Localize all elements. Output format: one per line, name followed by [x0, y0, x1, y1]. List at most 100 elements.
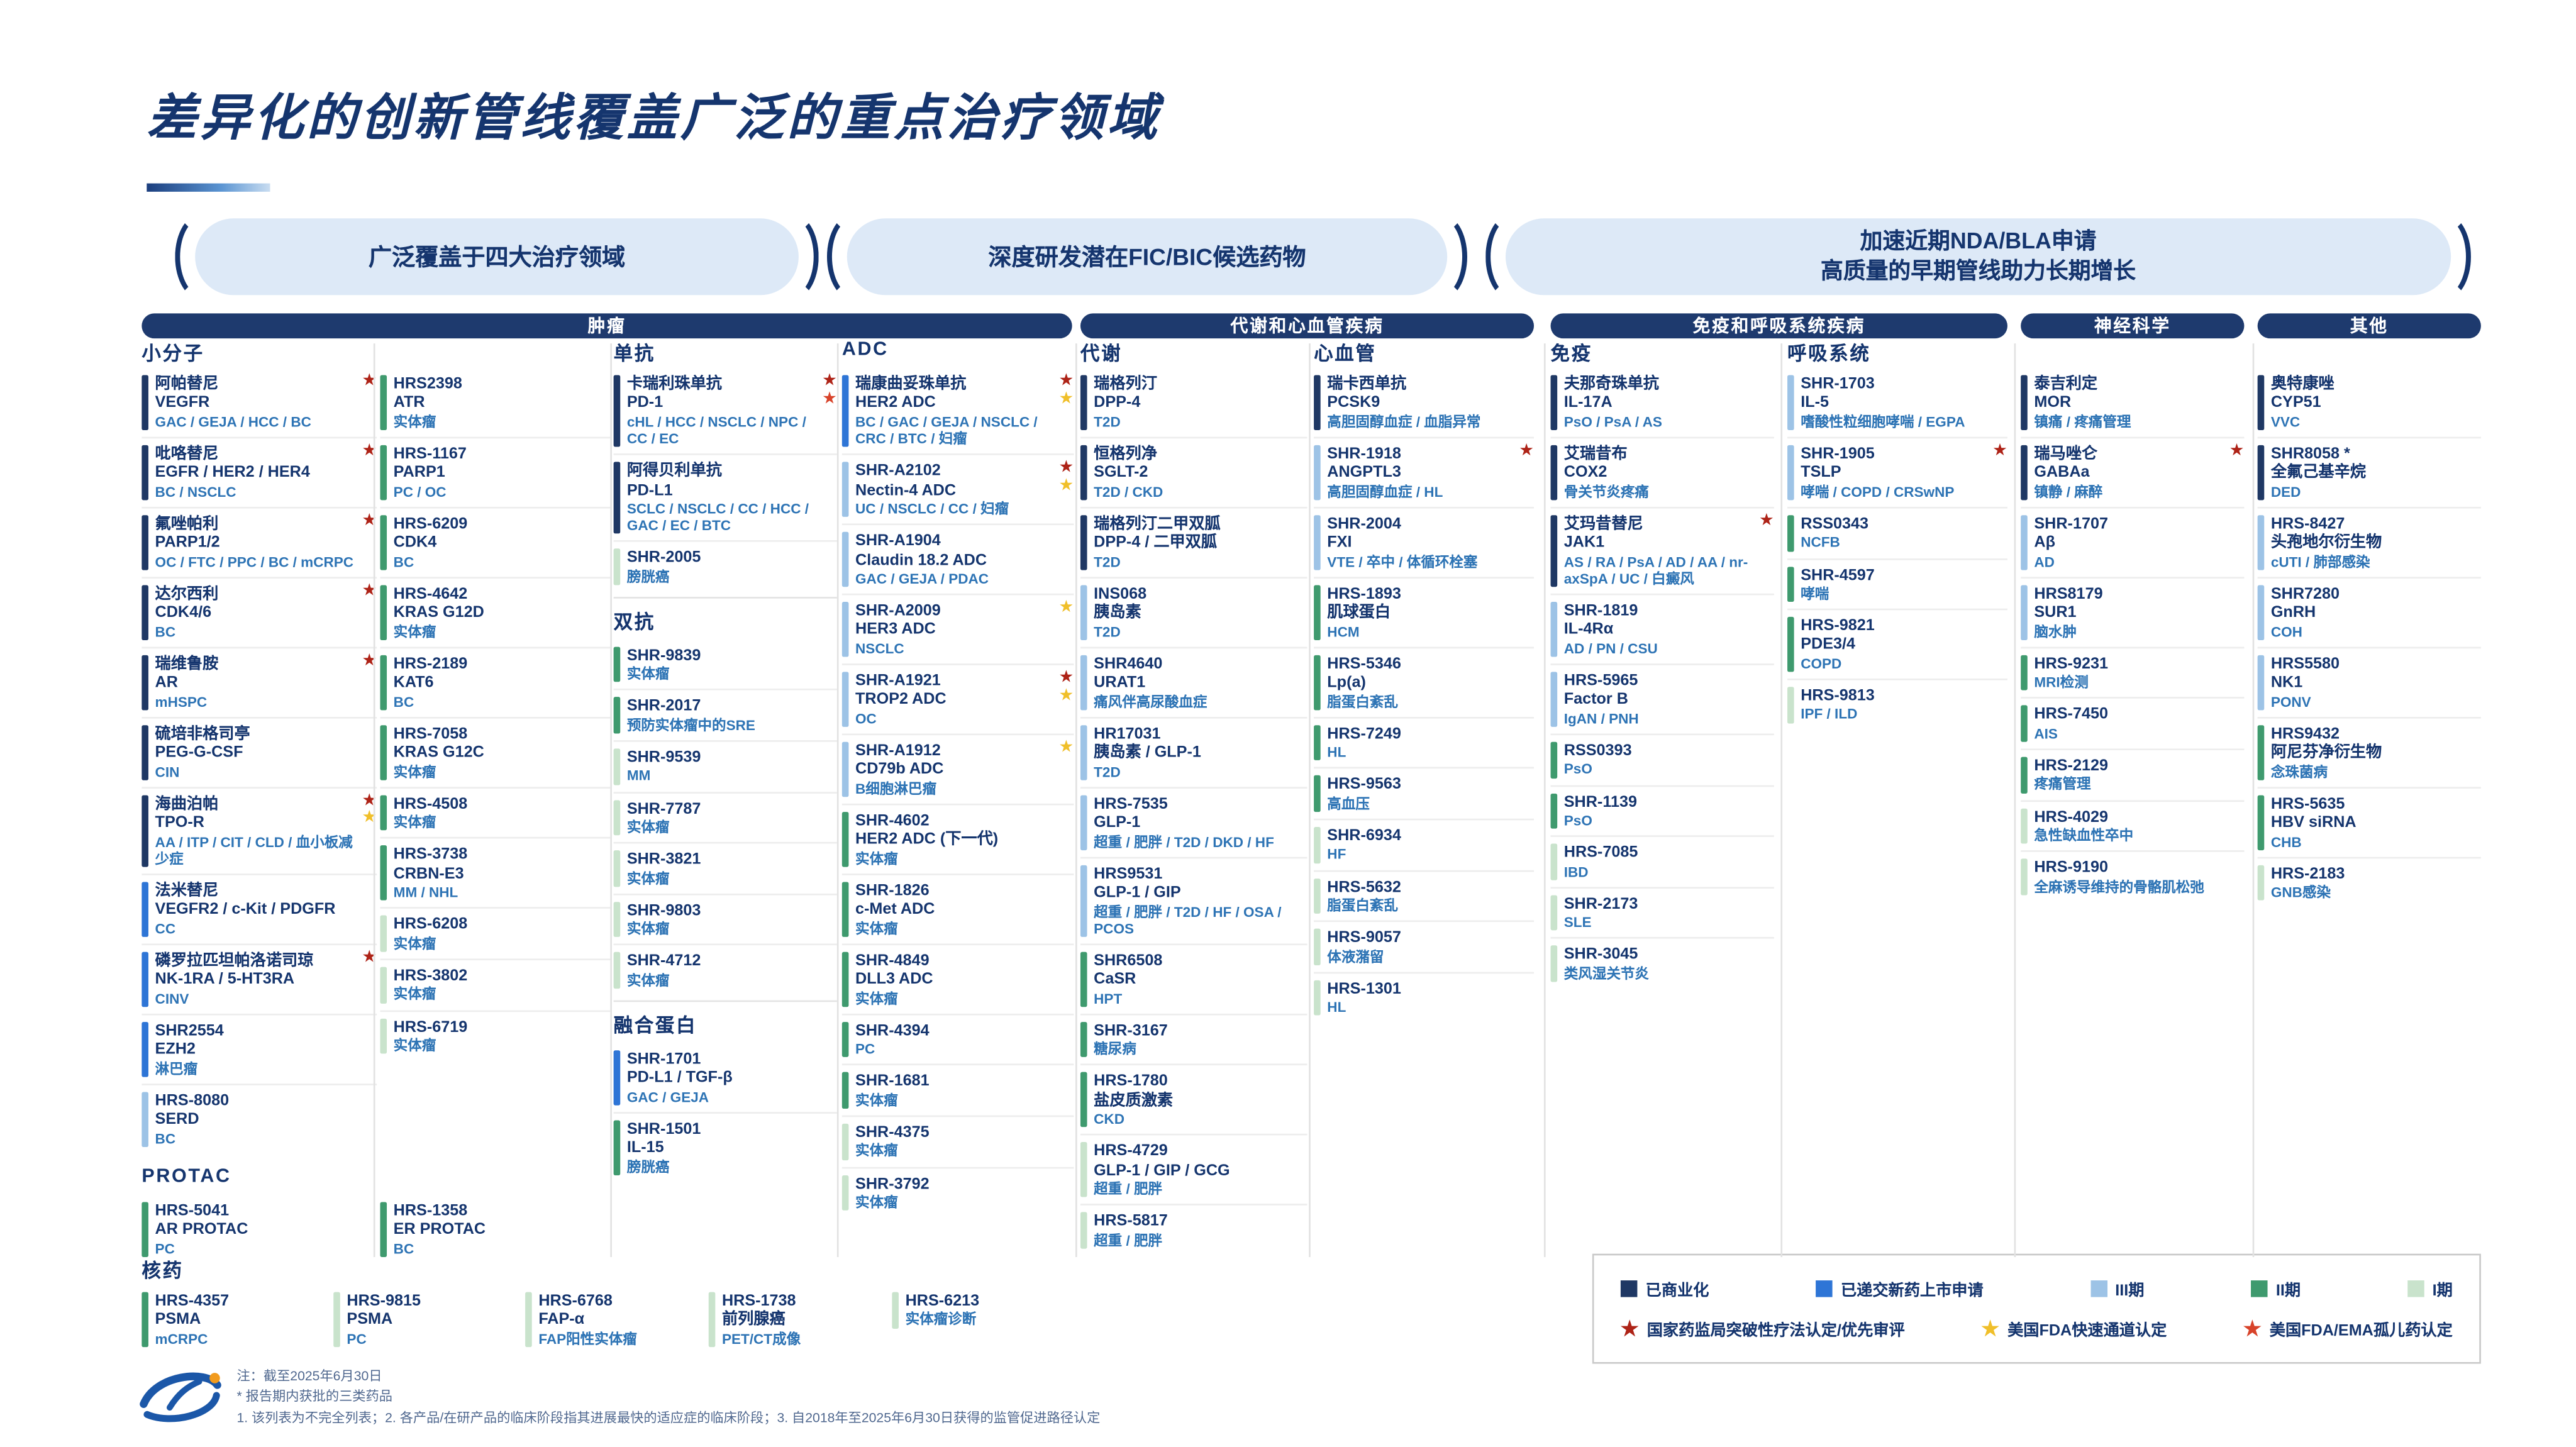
- phase-indicator-bar: [1787, 445, 1794, 501]
- drug-target: PSMA: [155, 1311, 201, 1329]
- drug-indications: 超重 / 肥胖 / T2D / DKD / HF: [1094, 833, 1274, 850]
- phase-indicator-bar: [1314, 929, 1321, 965]
- drug-code: RSS0343: [1801, 515, 1869, 534]
- phase-indicator-bar: [1314, 980, 1321, 1016]
- phase-indicator-bar: [380, 445, 387, 501]
- legend-phase-label: 已递交新药上市申请: [1840, 1282, 1984, 1300]
- drug-code: HRS-1893: [1327, 585, 1401, 604]
- phase-indicator-bar: [2021, 757, 2028, 793]
- drug-indications: 脂蛋白紊乱: [1327, 897, 1399, 914]
- drug-target: c-Met ADC: [855, 901, 935, 919]
- phase-indicator-bar: [613, 646, 621, 683]
- drug-code: 卡瑞利珠单抗: [626, 375, 722, 394]
- phase-indicator-bar: [1550, 515, 1558, 587]
- phase-indicator-bar: [1550, 602, 1558, 657]
- drug-code: SHR-2005: [626, 549, 701, 568]
- drug-code: HRS-1738: [721, 1292, 796, 1311]
- designation-stars: ★: [362, 372, 377, 391]
- phase-indicator-bar: [2257, 515, 2265, 570]
- designation-stars: ★: [1059, 740, 1074, 758]
- legend-phase-p3: III期: [2090, 1277, 2144, 1300]
- breakthrough-star-icon: ★: [362, 441, 377, 460]
- drug-code: RSS0393: [1563, 741, 1632, 760]
- drug-code: SHR-3045: [1563, 946, 1638, 965]
- drug-target: GnRH: [2270, 604, 2316, 623]
- drug-code: 阿得贝利单抗: [626, 462, 722, 480]
- breakthrough-star-icon: ★: [822, 372, 837, 391]
- drug-indications: IBD: [1563, 863, 1589, 880]
- drug-indications: OC / FTC / PPC / BC / mCRPC: [155, 553, 354, 570]
- drug-indications: CHB: [2270, 833, 2302, 850]
- drug-code: SHR6508: [1094, 951, 1163, 970]
- drug-code: HRS-1167: [393, 445, 467, 463]
- breakthrough-star-icon: ★: [362, 651, 377, 670]
- phase-indicator-bar: [380, 585, 387, 640]
- drug-target: 胰岛素: [1094, 604, 1141, 623]
- pipeline-group-label: [380, 340, 610, 369]
- banner-line: 高质量的早期管线助力长期增长: [1821, 258, 2136, 284]
- drug-indications: DED: [2270, 483, 2301, 500]
- pipeline-group-label: PROTAC: [142, 1167, 231, 1187]
- drug-indications: FAP阳性实体瘤: [538, 1330, 637, 1347]
- phase-indicator-bar: [1080, 1143, 1087, 1198]
- phase-indicator-bar: [2021, 445, 2028, 501]
- drug-code: 瑞卡西单抗: [1327, 375, 1407, 394]
- drug-code: HRS-1358: [393, 1202, 468, 1221]
- drug-target: SGLT-2: [1094, 463, 1148, 483]
- pipeline-group-label: 单抗: [613, 345, 655, 365]
- drug-target: ATR: [393, 394, 425, 413]
- drug-code: HRS-2183: [2270, 865, 2345, 884]
- drug-target: FXI: [1327, 534, 1352, 553]
- fasttrack-star-icon: ★: [1058, 686, 1074, 705]
- pipeline-group-label: 呼吸系统: [1787, 345, 1871, 365]
- drug-target: PARP1/2: [155, 534, 220, 553]
- drug-code: 艾瑞昔布: [1563, 445, 1628, 463]
- column-divider: [1309, 343, 1311, 1257]
- drug-target: 阿尼芬净衍生物: [2270, 744, 2382, 763]
- drug-indications: 全麻诱导维持的骨骼肌松弛: [2034, 878, 2204, 895]
- drug-indications: T2D: [1094, 623, 1121, 640]
- drug-code: SHR2554: [155, 1021, 224, 1041]
- drug-indications: PET/CT成像: [721, 1330, 801, 1347]
- phase-indicator-bar: [841, 882, 849, 937]
- drug-indications: T2D: [1094, 763, 1121, 780]
- drug-indications: 实体瘤: [626, 818, 670, 836]
- banner-fic-bic: 深度研发潜在FIC/BIC候选药物: [826, 213, 1467, 301]
- drug-target: NK-1RA / 5-HT3RA: [155, 970, 295, 989]
- legend-phase-label: 已商业化: [1645, 1282, 1709, 1300]
- phase-indicator-bar: [613, 462, 621, 535]
- column-divider: [1543, 343, 1546, 1257]
- drug-indications: 痛风伴高尿酸血症: [1094, 692, 1208, 710]
- drug-target: 全氟己基辛烷: [2270, 463, 2366, 483]
- fasttrack-star-icon: ★: [1058, 389, 1074, 408]
- banner-line: 广泛覆盖于四大治疗领域: [368, 242, 626, 270]
- drug-target: GLP-1: [1094, 814, 1141, 833]
- legend-swatch-p2: [2251, 1280, 2268, 1297]
- phase-indicator-bar: [2021, 515, 2028, 570]
- drug-indications: 实体瘤: [393, 814, 436, 831]
- banner-nda-bla: 加速近期NDA/BLA申请 高质量的早期管线助力长期增长: [1485, 213, 2471, 301]
- drug-code: HRS-7450: [2034, 706, 2108, 724]
